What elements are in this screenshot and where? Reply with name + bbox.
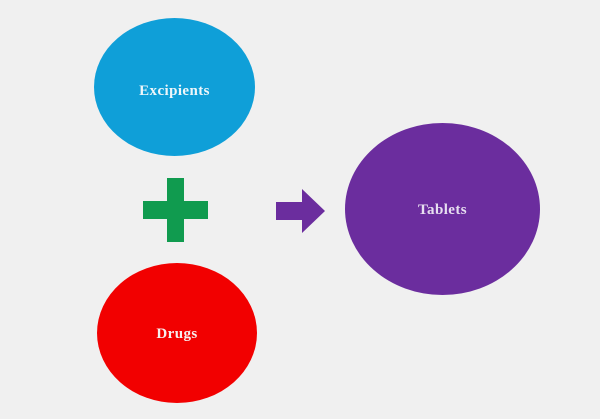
node-drugs-label: Drugs — [156, 325, 198, 342]
plus-icon-glyph — [143, 178, 208, 242]
node-tablets-label: Tablets — [418, 201, 467, 218]
arrow-right-icon — [276, 189, 325, 233]
arrow-right-icon-glyph — [276, 189, 325, 233]
node-excipients-label: Excipients — [139, 82, 210, 99]
node-excipients: Excipients — [94, 18, 255, 156]
node-drugs: Drugs — [97, 263, 257, 403]
plus-icon — [143, 178, 208, 242]
node-tablets: Tablets — [345, 123, 540, 295]
